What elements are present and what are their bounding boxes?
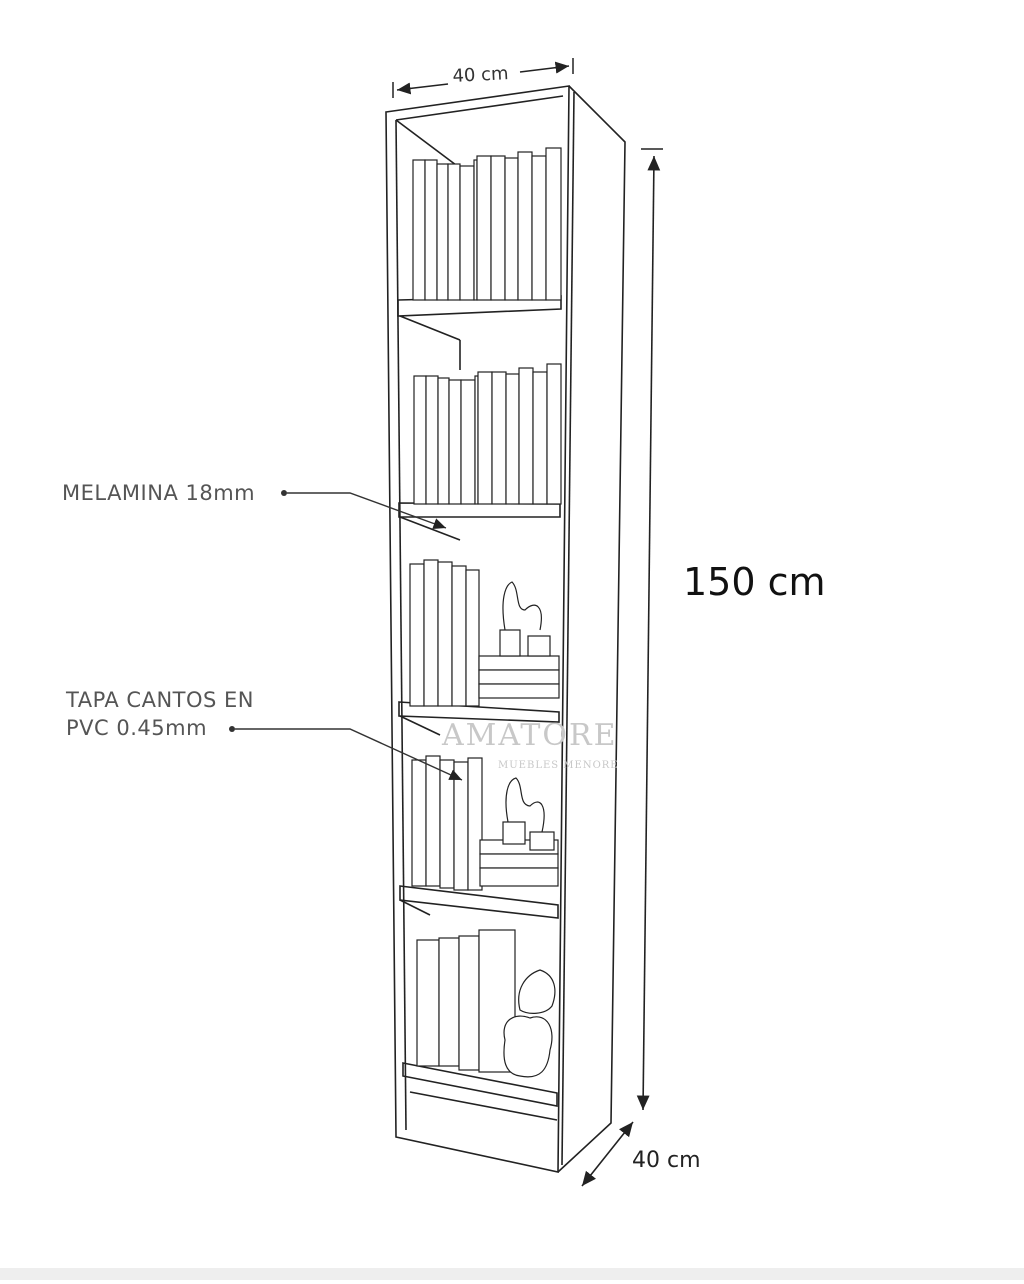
height-label: 150 cm <box>683 560 826 604</box>
watermark-brand: AMATORE <box>442 718 618 753</box>
books-shelf-3 <box>409 559 560 707</box>
annotation-leader-tapa-cantos <box>229 726 463 781</box>
books-shelf-2 <box>413 363 562 505</box>
top-width-label: 40 cm <box>452 63 510 87</box>
annotation-tapa-cantos-line2: PVC 0.45mm <box>66 716 208 740</box>
depth-label: 40 cm <box>632 1148 701 1173</box>
books-shelf-1 <box>412 147 562 301</box>
annotation-tapa-cantos-line1: TAPA CANTOS EN <box>66 688 255 712</box>
top-width-dimension <box>392 58 574 98</box>
annotation-leader-melamina <box>281 490 447 529</box>
bottom-bar <box>0 1268 1024 1280</box>
height-dimension <box>636 148 663 1111</box>
depth-dimension <box>581 1121 634 1187</box>
books-shelf-4 <box>411 755 559 891</box>
books-shelf-5 <box>416 929 556 1078</box>
watermark-tagline: MUEBLES MENORE <box>498 760 619 771</box>
annotation-melamina: MELAMINA 18mm <box>62 481 256 505</box>
